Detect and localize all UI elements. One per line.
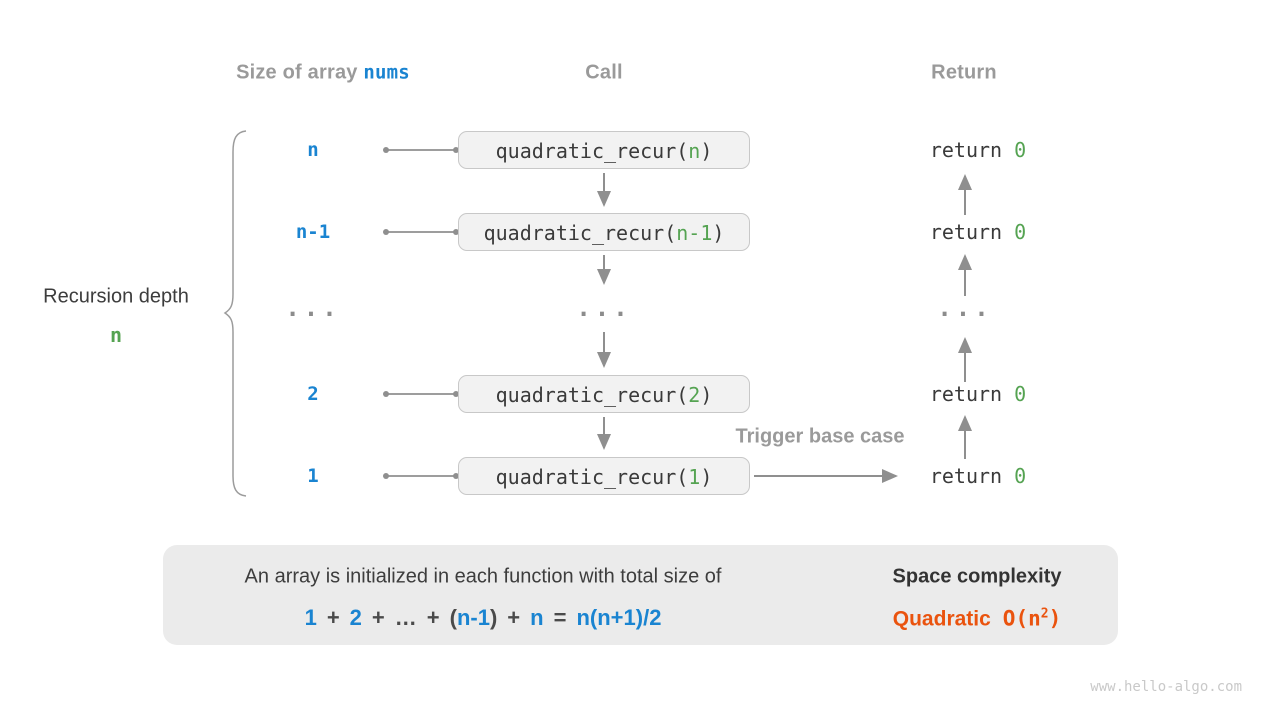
call-arg: n xyxy=(688,139,701,163)
return-keyword: return xyxy=(929,220,1015,244)
call-paren: ) xyxy=(700,139,713,163)
call-fn-name: quadratic_recur( xyxy=(483,221,677,245)
return-statement: return 0 xyxy=(930,138,1026,162)
big-o-exponent: 2 xyxy=(1040,606,1049,622)
call-ellipsis: ... xyxy=(576,294,632,322)
call-fn-name: quadratic_recur( xyxy=(495,465,689,489)
formula-ellipsis: … xyxy=(394,605,417,630)
call-paren: ) xyxy=(700,465,713,489)
call-fn-name: quadratic_recur( xyxy=(495,139,689,163)
watermark-url: www.hello-algo.com xyxy=(1090,679,1242,695)
return-statement: return 0 xyxy=(930,220,1026,244)
recursion-depth-brace xyxy=(223,130,247,497)
return-ellipsis: ... xyxy=(937,294,993,322)
call-paren: ) xyxy=(712,221,725,245)
complexity-name: Quadratic xyxy=(892,607,991,631)
summary-text: An array is initialized in each function… xyxy=(244,565,722,588)
formula-term: n-1 xyxy=(456,605,490,630)
formula-paren-close: ) xyxy=(489,605,498,630)
summary-panel xyxy=(163,545,1118,645)
call-box-n-1: quadratic_recur(n-1) xyxy=(458,213,750,251)
formula-operator: + xyxy=(326,605,340,630)
formula-equals: = xyxy=(553,605,567,630)
return-keyword: return xyxy=(929,382,1015,406)
call-box-2: quadratic_recur(2) xyxy=(458,375,750,413)
call-arg: n-1 xyxy=(676,221,713,245)
size-label-n-1: n-1 xyxy=(295,221,331,243)
total-size-formula: 1 +2 + … + (n-1) + n = n(n+1)/2 xyxy=(300,605,667,631)
call-arg: 2 xyxy=(688,383,701,407)
call-box-n: quadratic_recur(n) xyxy=(458,131,750,169)
formula-operator: + xyxy=(371,605,385,630)
call-column-header: Call xyxy=(585,61,623,84)
return-value: 0 xyxy=(1014,138,1027,162)
call-paren: ) xyxy=(700,383,713,407)
formula-result: n(n+1)/2 xyxy=(576,605,662,630)
return-keyword: return xyxy=(929,138,1015,162)
recursion-depth-value: n xyxy=(109,323,123,347)
call-box-1: quadratic_recur(1) xyxy=(458,457,750,495)
trigger-base-case-label: Trigger base case xyxy=(735,425,905,448)
big-o-notation: O(n2) xyxy=(1003,607,1061,631)
return-statement: return 0 xyxy=(930,382,1026,406)
return-value: 0 xyxy=(1014,220,1027,244)
big-o-suffix: ) xyxy=(1048,606,1062,631)
formula-term: 2 xyxy=(349,605,362,630)
size-connector-lines xyxy=(383,147,459,479)
return-value: 0 xyxy=(1014,382,1027,406)
size-ellipsis: ... xyxy=(285,294,341,322)
size-label-2: 2 xyxy=(307,383,319,405)
size-column-header: Size of array nums xyxy=(236,62,410,85)
return-keyword: return xyxy=(929,464,1015,488)
size-label-1: 1 xyxy=(307,465,319,487)
size-header-text: Size of array xyxy=(236,61,364,84)
space-complexity-title: Space complexity xyxy=(892,565,1062,588)
formula-paren-open: ( xyxy=(449,605,457,630)
recursion-depth-label: Recursion depth xyxy=(43,285,189,308)
size-label-n: n xyxy=(307,139,319,161)
return-value: 0 xyxy=(1014,464,1027,488)
return-column-header: Return xyxy=(931,61,997,84)
formula-operator: + xyxy=(426,605,440,630)
nums-code-token: nums xyxy=(363,61,410,84)
return-statement: return 0 xyxy=(930,464,1026,488)
call-arg: 1 xyxy=(688,465,701,489)
space-complexity-value: Quadratic O(n2) xyxy=(893,607,1061,632)
formula-term: n xyxy=(530,605,544,630)
formula-operator: + xyxy=(507,605,521,630)
big-o-prefix: O(n xyxy=(1002,606,1041,631)
formula-term: 1 xyxy=(304,605,317,630)
call-fn-name: quadratic_recur( xyxy=(495,383,689,407)
